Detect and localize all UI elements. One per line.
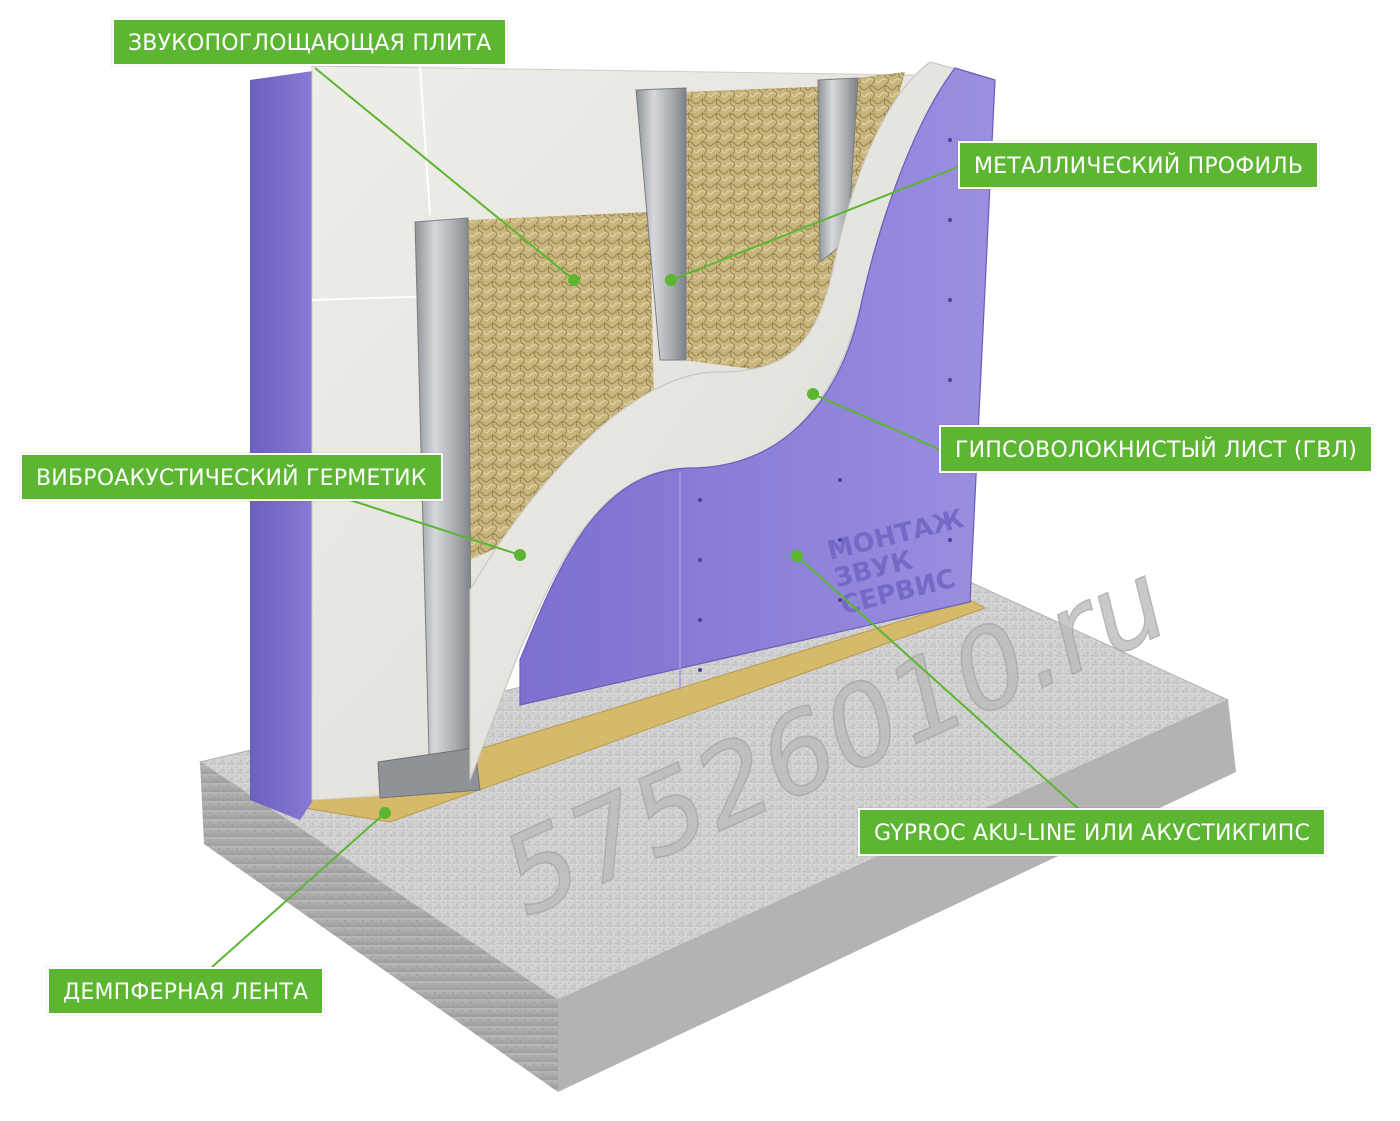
back-purple-board	[250, 70, 320, 820]
front-purple-board	[519, 67, 996, 706]
metal-profile-floor-track	[377, 747, 481, 799]
callout-damper-tape: ДЕМПФЕРНАЯ ЛЕНТА	[47, 967, 325, 1015]
concrete-slab-front	[200, 762, 558, 1092]
metal-profile-center	[635, 87, 687, 361]
callout-vibroacoustic-sealant: ВИБРОАКУСТИЧЕСКИЙ ГЕРМЕТИК	[20, 453, 443, 501]
wool-panel-right	[682, 86, 840, 370]
leader-lines	[211, 67, 1083, 968]
callout-gyproc-board: GYPROC AKU-LINE ИЛИ АКУСТИКГИПС	[858, 808, 1327, 856]
callout-metal-profile: МЕТАЛЛИЧЕСКИЙ ПРОФИЛЬ	[958, 141, 1320, 189]
callout-sound-absorbing-board: ЗВУКОПОГЛОЩАЮЩАЯ ПЛИТА	[112, 18, 508, 66]
callout-gypsum-fiber-sheet: ГИПСОВОЛОКНИСТЫЙ ЛИСТ (ГВЛ)	[939, 425, 1374, 473]
